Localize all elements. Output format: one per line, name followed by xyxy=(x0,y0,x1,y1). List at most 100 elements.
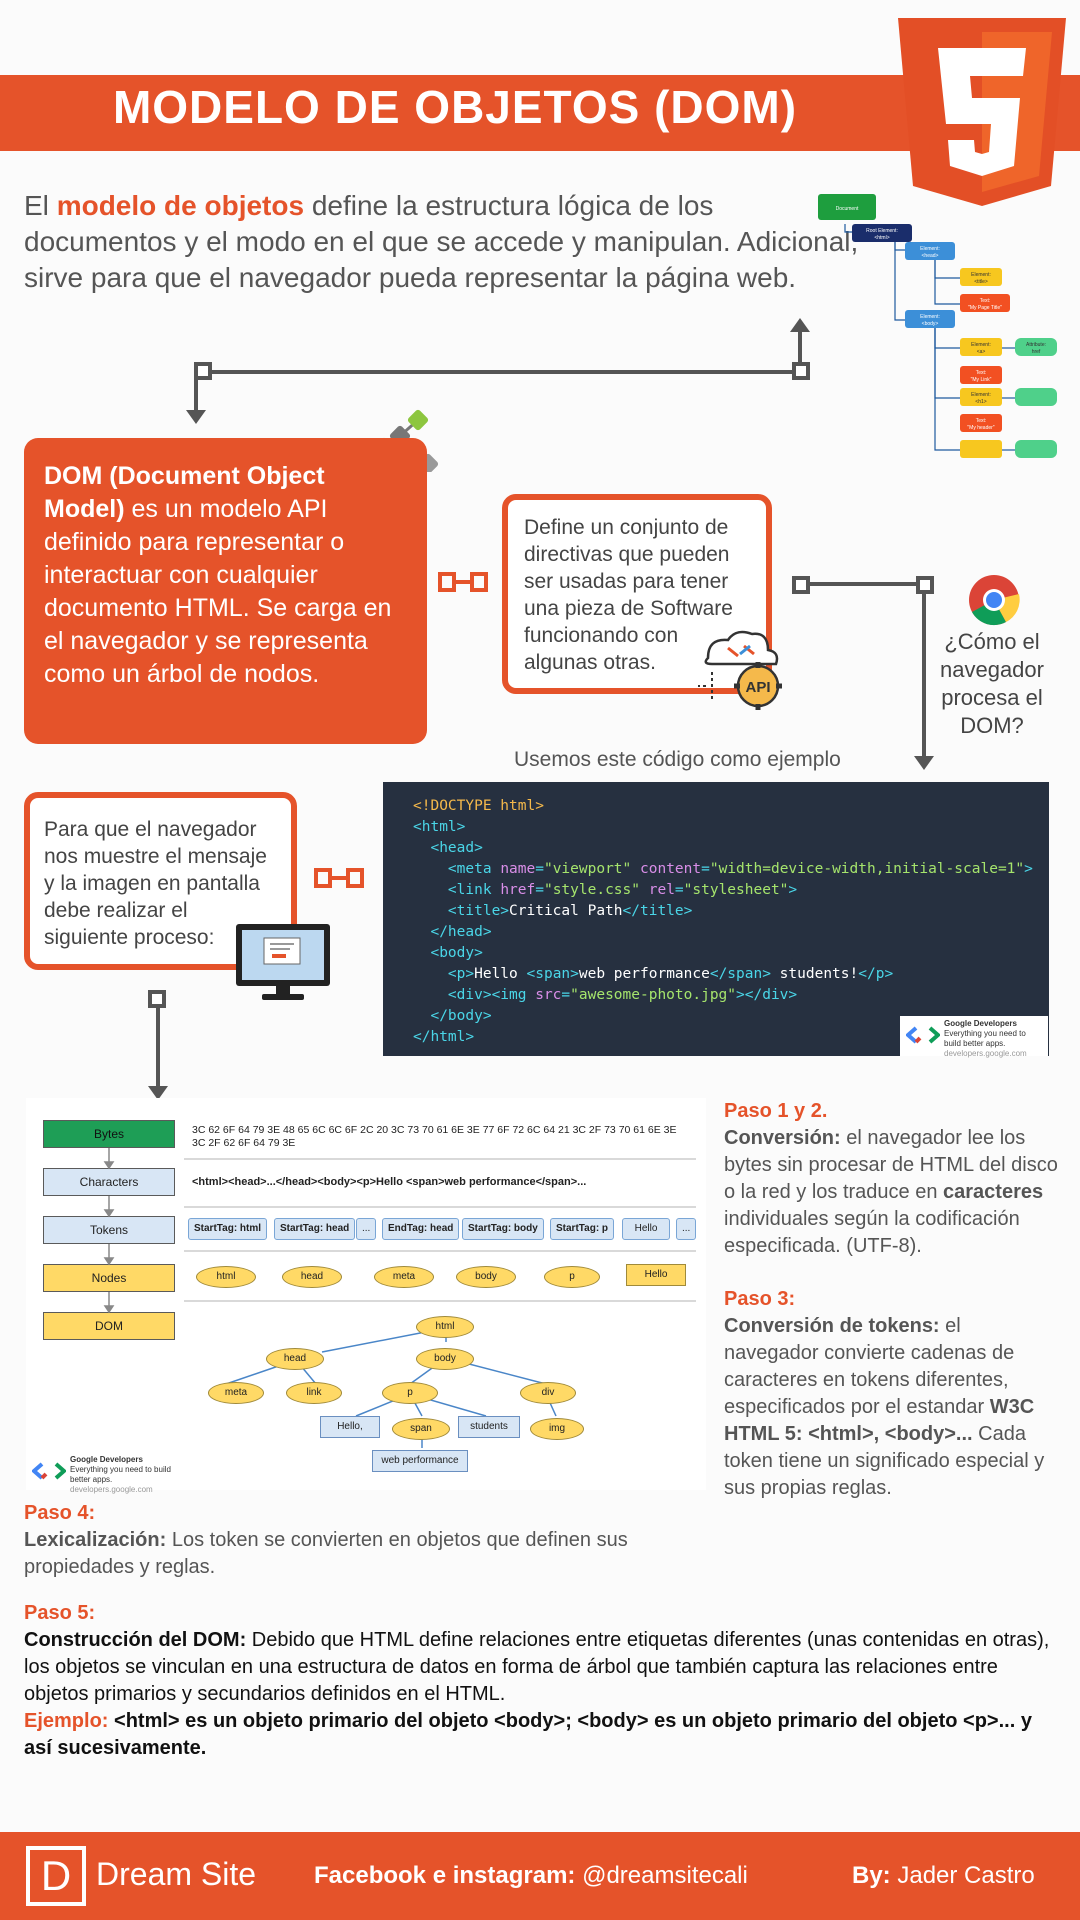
code-line: <!DOCTYPE html> xyxy=(413,798,544,814)
google-developers-logo-icon xyxy=(906,1026,940,1044)
step-4: Paso 4: Lexicalización: Los token se con… xyxy=(24,1502,628,1578)
svg-text:"My Page Title": "My Page Title" xyxy=(968,305,1002,311)
monitor-icon xyxy=(236,924,330,1000)
svg-text:<body>: <body> xyxy=(922,321,939,327)
step-5: Paso 5: Construcción del DOM: Debido que… xyxy=(24,1602,1050,1759)
code-line: <link href="style.css" rel="stylesheet"> xyxy=(413,882,798,898)
page-title: MODELO DE OBJETOS (DOM) xyxy=(112,81,798,133)
browser-question: ¿Cómo el navegador procesa el DOM? xyxy=(940,629,1044,738)
node-ellipse: p xyxy=(544,1266,600,1288)
google-developers-badge: Google Developers Everything you need to… xyxy=(26,1452,176,1494)
tree-node-students: students xyxy=(458,1416,520,1438)
token: ... xyxy=(676,1218,697,1240)
svg-text:"My header": "My header" xyxy=(967,425,994,431)
tree-node-html: html xyxy=(416,1316,474,1338)
code-line: <title>Critical Path</title> xyxy=(413,903,693,919)
code-line: </head> xyxy=(413,924,492,940)
intro-post: define la estructura lógica de los docum… xyxy=(24,190,859,293)
tree-node-meta: meta xyxy=(208,1382,264,1404)
code-line: </body> xyxy=(413,1008,492,1024)
tree-node-head: head xyxy=(266,1348,324,1370)
parsing-diagram: Bytes Characters Tokens Nodes DOM 3C 62 … xyxy=(26,1098,706,1490)
thumb-node-a xyxy=(960,338,1002,356)
svg-text:Document: Document xyxy=(836,206,859,212)
tree-node-hello: Hello, xyxy=(320,1416,380,1438)
thumb-node-body xyxy=(905,310,955,328)
node-text: Hello xyxy=(626,1264,686,1286)
thumb-node-link-text xyxy=(960,366,1002,384)
token: StartTag: p xyxy=(550,1218,615,1240)
svg-text:<h1>: <h1> xyxy=(975,399,986,405)
code-line: <meta name="viewport" content="width=dev… xyxy=(413,861,1033,877)
thumb-node-title-text xyxy=(960,294,1010,312)
svg-text:API: API xyxy=(745,679,770,696)
code-line: <body> xyxy=(413,945,483,961)
api-definition-box: Define un conjunto de directivas que pue… xyxy=(502,494,772,694)
intro-paragraph: El modelo de objetos define la estructur… xyxy=(24,188,864,296)
tree-node-body: body xyxy=(416,1348,474,1370)
dom-tree-thumbnail: Document Root Element: <html> Element: <… xyxy=(818,194,1057,458)
bytes-hex: 3C 62 6F 64 79 3E 48 65 6C 6C 6F 2C 20 3… xyxy=(192,1124,677,1149)
html5-logo-icon: 5 xyxy=(898,18,1066,206)
dream-site-logo: D xyxy=(26,1846,86,1906)
code-line: <html> xyxy=(413,819,466,835)
stage-bytes: Bytes xyxy=(43,1120,175,1148)
svg-text:<title>: <title> xyxy=(974,279,988,285)
tree-node-img: img xyxy=(530,1418,584,1440)
intro-highlight: modelo de objetos xyxy=(56,190,305,221)
node-ellipse: html xyxy=(196,1266,256,1288)
characters-row: <html><head>...</head><body><p>Hello <sp… xyxy=(192,1176,587,1188)
link-chain-icon xyxy=(314,572,488,888)
svg-text:<head>: <head> xyxy=(922,253,939,259)
svg-text:Element:: Element: xyxy=(971,342,991,348)
thumb-node-href xyxy=(1015,338,1057,356)
svg-text:Element:: Element: xyxy=(971,272,991,278)
tree-node-p: p xyxy=(382,1382,438,1404)
svg-text:Text:: Text: xyxy=(976,418,987,424)
code-line: </html> xyxy=(413,1029,475,1045)
svg-text:Element:: Element: xyxy=(920,314,940,320)
code-line: <head> xyxy=(413,840,483,856)
svg-text:Root Element:: Root Element: xyxy=(866,228,898,234)
tree-node-div: div xyxy=(520,1382,576,1404)
tree-node-span: span xyxy=(392,1418,450,1440)
brand-name: Dream Site xyxy=(96,1856,257,1892)
thumb-node-src xyxy=(1015,440,1057,458)
google-developers-logo-icon xyxy=(32,1462,66,1480)
dom-box-text: es un modelo API definido para represent… xyxy=(44,495,392,688)
dom-definition-box: DOM (Document Object Model) es un modelo… xyxy=(24,438,427,744)
tree-node-link: link xyxy=(286,1382,342,1404)
node-ellipse: head xyxy=(282,1266,342,1288)
svg-text:"My Link": "My Link" xyxy=(971,377,992,383)
stage-nodes: Nodes xyxy=(43,1264,175,1292)
svg-text:Element:: Element: xyxy=(920,246,940,252)
step-1-2-text: Conversión: el navegador lee los bytes s… xyxy=(724,1127,1058,1257)
footer: D Dream Site Facebook e instagram: @drea… xyxy=(0,1832,1080,1920)
token: StartTag: html xyxy=(188,1218,268,1240)
svg-text:Attribute:: Attribute: xyxy=(1026,342,1046,348)
connector-lines xyxy=(148,318,934,1100)
step-1-2-heading: Paso 1 y 2. xyxy=(724,1100,828,1122)
code-caption: Usemos este código como ejemplo xyxy=(514,748,841,771)
stage-tokens: Tokens xyxy=(43,1216,175,1244)
node-ellipse: meta xyxy=(374,1266,434,1288)
dom-box-bold: DOM (Document Object Model) xyxy=(44,462,325,523)
header-band xyxy=(0,75,1080,151)
token: Hello xyxy=(622,1218,670,1240)
thumb-node-attr xyxy=(1015,388,1057,406)
step-3-heading: Paso 3: xyxy=(724,1288,796,1310)
thumb-node-head xyxy=(905,242,955,260)
social-handle: Facebook e instagram: @dreamsitecali xyxy=(314,1862,748,1889)
svg-text:Text:: Text: xyxy=(980,298,991,304)
api-gear-icon: API xyxy=(698,630,782,710)
stage-characters: Characters xyxy=(43,1168,175,1196)
thumb-node-title xyxy=(960,268,1002,286)
api-box-text: Define un conjunto de directivas que pue… xyxy=(524,516,733,674)
chrome-icon xyxy=(969,575,1020,626)
thumb-node-document xyxy=(818,194,876,220)
thumb-node-header-text xyxy=(960,414,1002,432)
steps-column: Paso 1 y 2. Conversión: el navegador lee… xyxy=(724,1098,1060,1502)
svg-text:Element:: Element: xyxy=(971,392,991,398)
process-box-text: Para que el navegador nos muestre el men… xyxy=(44,818,267,949)
token: StartTag: body xyxy=(462,1218,544,1240)
